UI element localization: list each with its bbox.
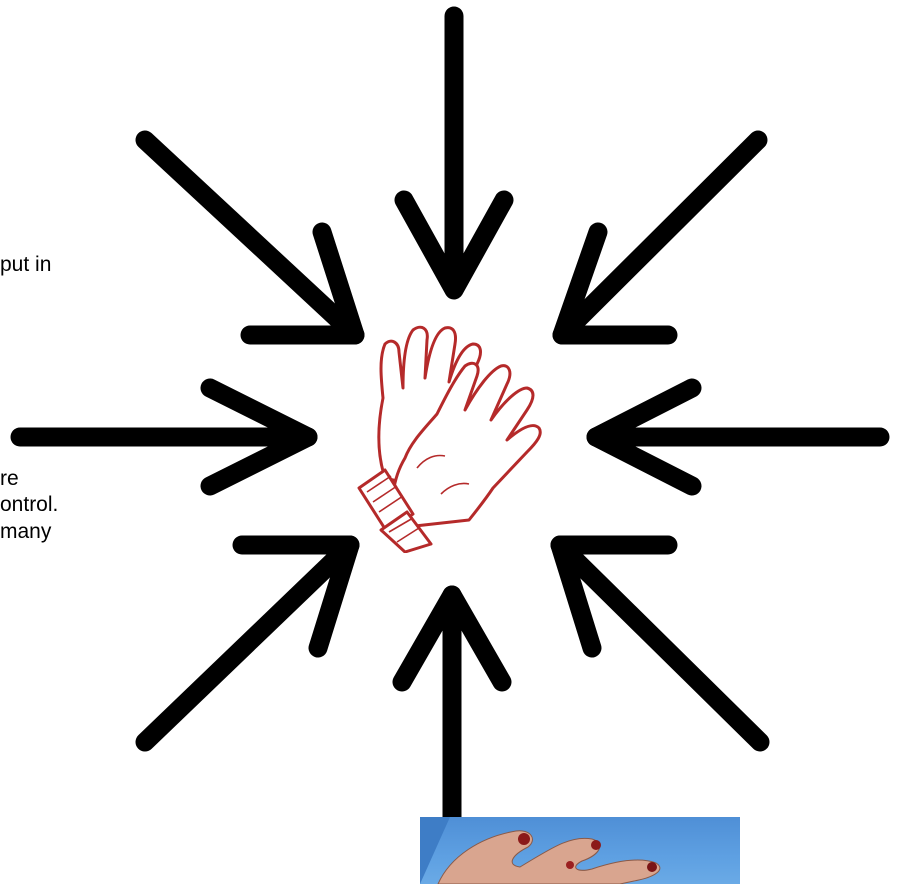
work-gloves-icon bbox=[345, 318, 550, 553]
arrow-up-right-icon bbox=[145, 545, 350, 742]
arrow-up-left-icon bbox=[560, 545, 760, 742]
arrow-down-left-icon bbox=[562, 140, 758, 335]
arrow-down-right-icon bbox=[145, 140, 355, 335]
arrow-down-icon bbox=[404, 16, 504, 290]
arrow-right-icon bbox=[20, 388, 308, 486]
arrow-left-icon bbox=[596, 388, 880, 486]
injured-hand-photo bbox=[420, 817, 740, 884]
